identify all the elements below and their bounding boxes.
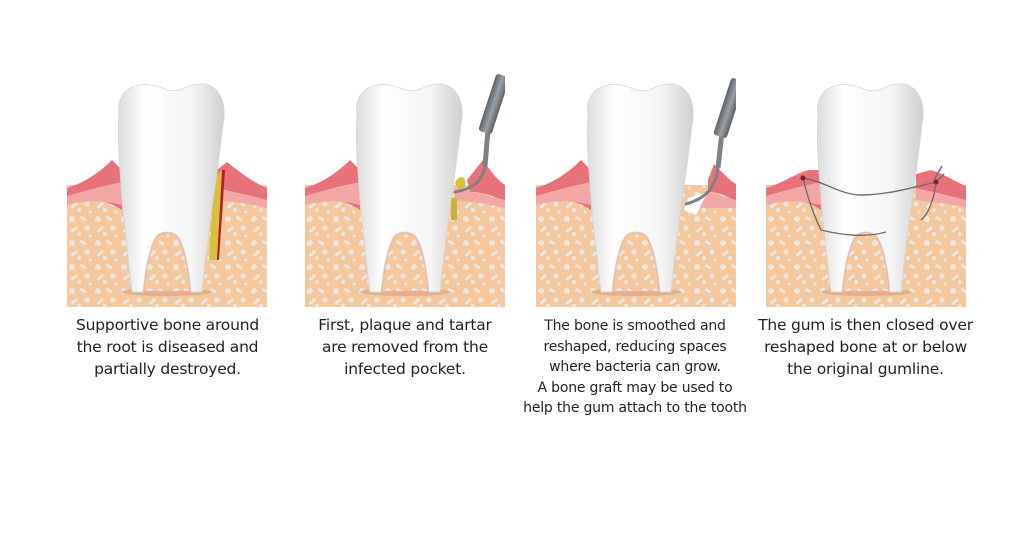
step-1-illustration xyxy=(67,70,267,310)
step-3-caption: The bone is smoothed and reshaped, reduc… xyxy=(515,316,755,419)
caption-line: partially destroyed. xyxy=(94,360,241,378)
caption-line: help the gum attach to the tooth xyxy=(523,400,747,416)
caption-line: reshaped, reducing spaces xyxy=(543,338,727,355)
caption-line: the root is diseased and xyxy=(76,338,259,356)
step-2-caption: First, plaque and tartar are removed fro… xyxy=(290,314,520,380)
caption-line: First, plaque and tartar xyxy=(318,316,492,334)
step-4-illustration xyxy=(766,70,966,310)
scaler-instrument-icon xyxy=(453,74,505,194)
step-3-illustration xyxy=(536,70,736,310)
scaler-instrument-icon xyxy=(684,78,736,206)
caption-line: where bacteria can grow. xyxy=(549,359,721,375)
caption-line: A bone graft may be used to xyxy=(537,379,733,396)
suture-icon xyxy=(800,165,945,236)
caption-line: Supportive bone around xyxy=(76,316,259,334)
step-4-caption: The gum is then closed over reshaped bon… xyxy=(748,314,983,380)
caption-line: infected pocket. xyxy=(344,360,466,378)
caption-line: the original gumline. xyxy=(787,360,944,378)
caption-line: The bone is smoothed and xyxy=(544,318,726,334)
step-1-caption: Supportive bone around the root is disea… xyxy=(50,314,285,380)
caption-line: are removed from the xyxy=(321,338,489,356)
caption-line: The gum is then closed over xyxy=(758,316,973,334)
tartar xyxy=(455,177,466,191)
step-2-illustration xyxy=(305,70,505,310)
caption-line: reshaped bone at or below xyxy=(764,338,967,356)
